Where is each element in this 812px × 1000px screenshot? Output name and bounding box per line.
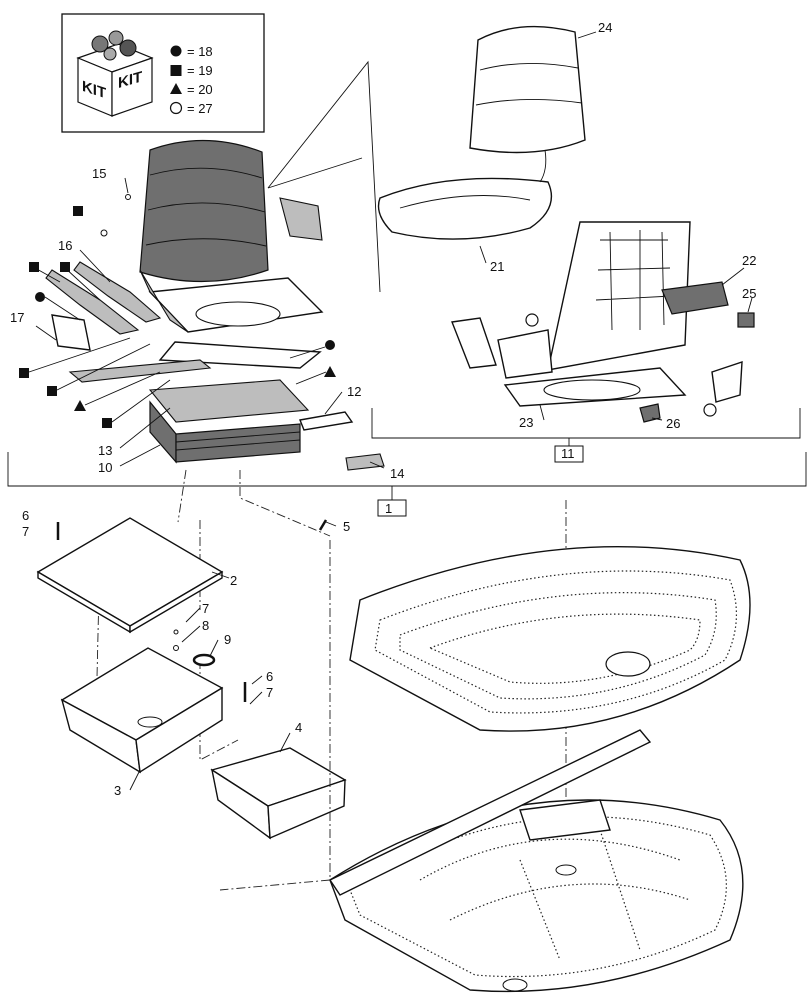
lever-12 [299, 411, 354, 431]
seat-backrest [139, 139, 269, 283]
kit19-square-icon [29, 262, 39, 272]
kit20-triangle-icon [324, 366, 336, 377]
seat-armrest [279, 197, 323, 241]
clip-26 [639, 403, 661, 423]
backrest-cushion-24 [469, 25, 586, 154]
callout-labels: 1 2 3 4 5 6 6 7 7 7 8 9 10 11 12 13 14 1… [10, 20, 756, 798]
handle-14 [345, 453, 385, 471]
filled-triangle-icon [170, 83, 182, 94]
callout-11: 11 [561, 446, 575, 461]
grommet-9 [192, 653, 216, 667]
kit-entry-19: = 19 [187, 63, 213, 78]
callout-box-11 [554, 445, 584, 463]
floor-mat [349, 546, 751, 732]
belt-buckle-right [711, 361, 743, 403]
callout-4: 4 [295, 720, 302, 735]
callout-1: 1 [385, 501, 392, 516]
kit19-square-icon [47, 386, 57, 396]
callout-2: 2 [230, 573, 237, 588]
callout-16: 16 [58, 238, 72, 253]
callout-7-top: 7 [22, 524, 29, 539]
seat-frame-back [547, 221, 691, 371]
callout-21: 21 [490, 259, 504, 274]
callout-6-top: 6 [22, 508, 29, 523]
kit-legend: KIT KIT = 18 = 19 = 20 = 27 [61, 13, 265, 133]
kit19-square-icon [60, 262, 70, 272]
callout-box-1 [377, 499, 407, 517]
callout-23: 23 [519, 415, 533, 430]
suspension-top [148, 379, 310, 423]
callout-7-bottom: 7 [266, 685, 273, 700]
kit20-triangle-icon [74, 400, 86, 411]
callout-22: 22 [742, 253, 756, 268]
callout-7-middle: 7 [202, 601, 209, 616]
callout-10: 10 [98, 460, 112, 475]
kit19-square-icon [19, 368, 29, 378]
plate-2 [36, 517, 224, 627]
kit19-square-icon [102, 418, 112, 428]
kit27-circle-icon [703, 403, 717, 417]
suspension-bellows [175, 423, 301, 463]
seat-cushion-21 [377, 177, 553, 240]
callout-17: 17 [10, 310, 24, 325]
callout-25: 25 [742, 286, 756, 301]
callout-15: 15 [92, 166, 106, 181]
lower-rail [68, 359, 212, 383]
seat-belt-left [451, 317, 497, 369]
callout-3: 3 [114, 783, 121, 798]
callout-6-bottom: 6 [266, 669, 273, 684]
kit18-circle-icon [35, 292, 45, 302]
kit19-square-icon [73, 206, 83, 216]
filled-square-icon [170, 65, 182, 76]
filled-circle-icon [170, 45, 182, 57]
callout-12: 12 [347, 384, 361, 399]
kit-box-icon: KIT KIT [76, 30, 154, 117]
kit-entry-20: = 20 [187, 82, 213, 97]
kit-entry-18: = 18 [187, 44, 213, 59]
armrest-22 [661, 281, 729, 315]
seat-exploded-view [267, 25, 801, 463]
kit18-circle-icon [325, 340, 335, 350]
seat-assembly [19, 139, 385, 471]
callout-26: 26 [666, 416, 680, 431]
washer-8 [173, 645, 179, 651]
kit27-circle-icon [525, 313, 539, 327]
bracket-17 [51, 314, 91, 351]
callout-24: 24 [598, 20, 612, 35]
switch-25 [737, 312, 755, 328]
slide-rail-right [73, 261, 162, 323]
kit-word-right: KIT [118, 68, 143, 92]
cab-floor [219, 500, 751, 993]
callout-14: 14 [390, 466, 404, 481]
open-circle-icon [169, 101, 183, 115]
mounting-parts [36, 469, 347, 840]
kit-entry-27: = 27 [187, 101, 213, 116]
callout-13: 13 [98, 443, 112, 458]
belt-bracket [497, 329, 553, 379]
callout-5: 5 [343, 519, 350, 534]
callout-9: 9 [224, 632, 231, 647]
group-bracket-1 [7, 452, 807, 487]
callout-8: 8 [202, 618, 209, 633]
